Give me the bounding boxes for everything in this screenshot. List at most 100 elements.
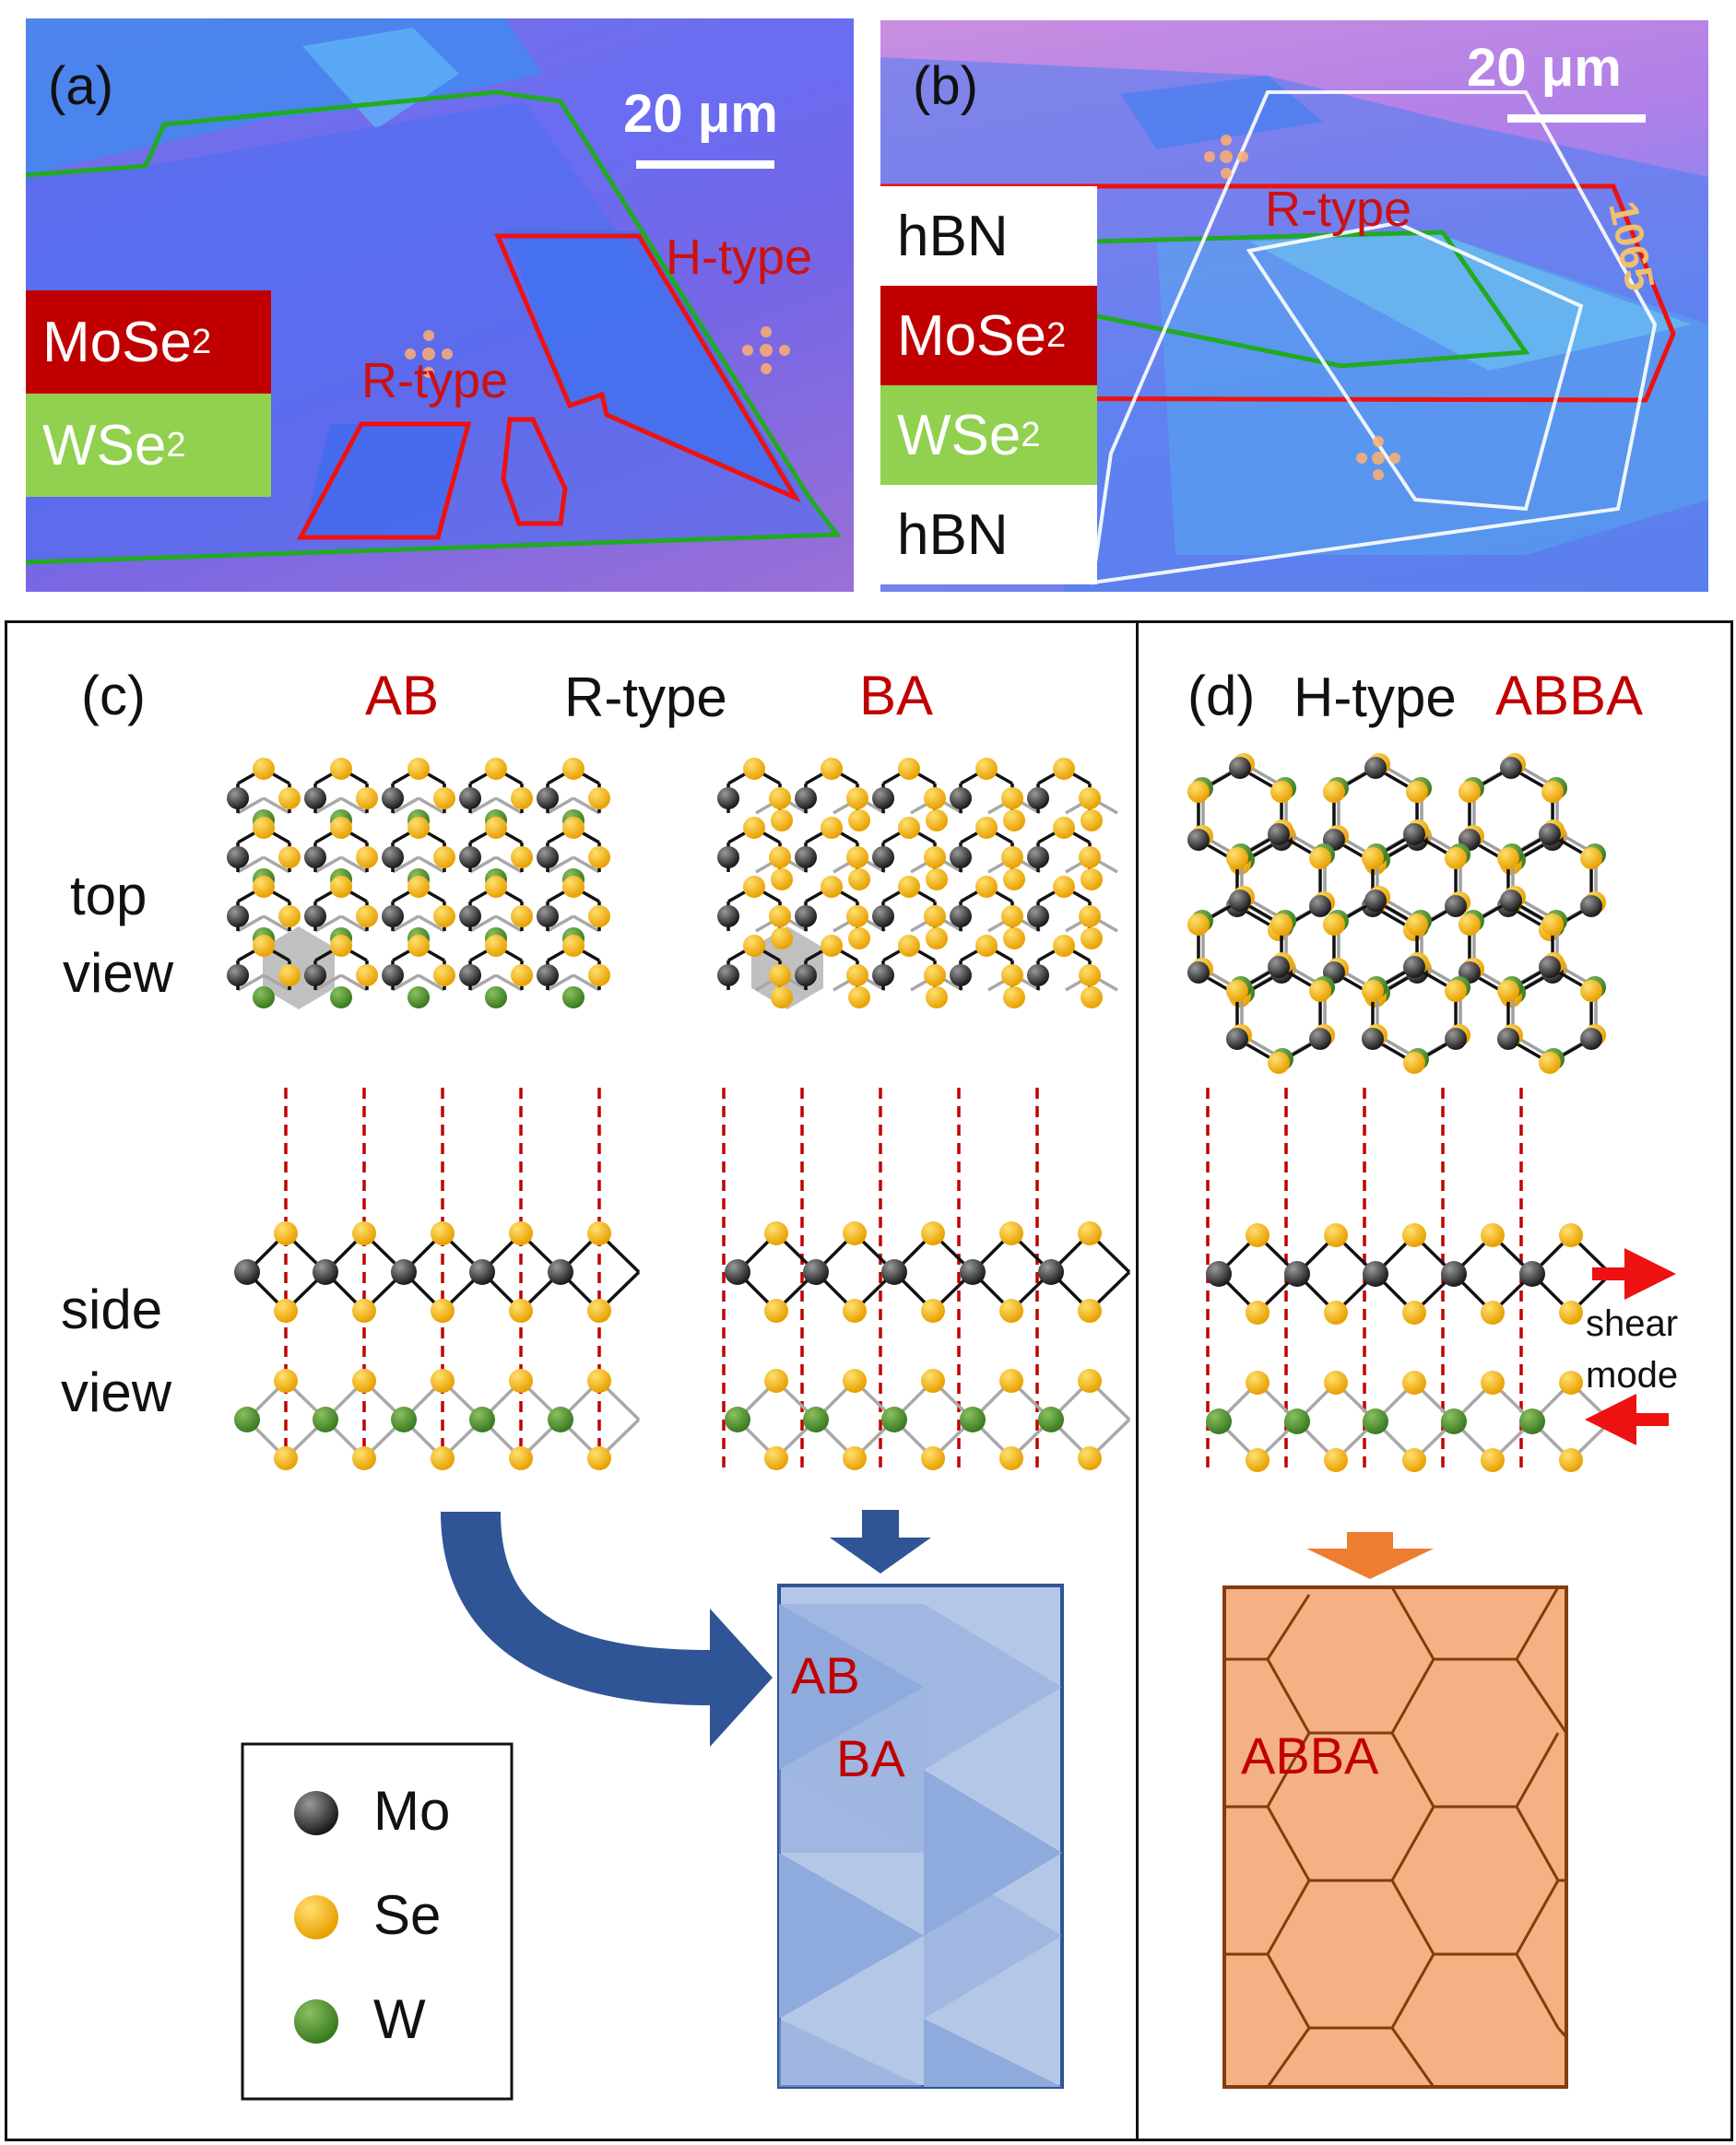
w-atom <box>469 1407 495 1432</box>
se-atom <box>274 1299 298 1323</box>
se-atom <box>1322 781 1345 803</box>
se-atom <box>924 964 946 986</box>
shear-line1: shear <box>1586 1303 1679 1344</box>
se-atom <box>771 986 793 1008</box>
panel-a-label: (a) <box>48 56 113 116</box>
mo-atom <box>1445 1028 1468 1050</box>
se-atom <box>1081 986 1103 1008</box>
se-atom <box>588 846 610 868</box>
se-atom <box>1268 1052 1290 1074</box>
se-atom <box>1481 1223 1505 1247</box>
se-atom <box>999 1299 1023 1323</box>
mo-atom <box>1206 1261 1232 1287</box>
se-atom <box>1361 847 1384 869</box>
mo-atom <box>872 964 894 986</box>
ab-top-view <box>227 758 610 1009</box>
se-atom <box>743 935 765 957</box>
mo-atom <box>1027 787 1049 809</box>
se-atom <box>843 1299 867 1323</box>
mo-atom <box>1027 846 1049 868</box>
se-atom <box>924 846 946 868</box>
mo-atom <box>1229 890 1251 912</box>
mo-atom <box>1309 895 1332 917</box>
se-atom <box>278 964 301 986</box>
mo-atom <box>717 846 739 868</box>
w-atom <box>313 1407 338 1432</box>
mo-atom <box>872 905 894 927</box>
se-atom <box>1580 847 1603 869</box>
se-atom <box>999 1446 1023 1470</box>
se-atom <box>769 905 791 927</box>
se-atom <box>975 935 998 957</box>
se-atom <box>1246 1301 1270 1325</box>
bond <box>314 855 342 874</box>
bond <box>573 855 600 874</box>
se-atom <box>1079 964 1101 986</box>
se-atom <box>975 758 998 780</box>
se-atom <box>1053 876 1075 898</box>
se-atom <box>1246 1223 1270 1247</box>
mo-atom <box>950 964 972 986</box>
se-atom <box>509 1446 533 1470</box>
se-atom <box>1541 913 1565 936</box>
se-atom <box>743 817 765 839</box>
mo-atom <box>717 905 739 927</box>
legend-se-label: Se <box>373 1884 442 1946</box>
w-atom <box>1284 1408 1310 1434</box>
mo-atom <box>304 905 326 927</box>
se-atom-icon <box>294 1895 338 1939</box>
mo-atom <box>1519 1261 1545 1287</box>
panel-c-ab-header: AB <box>365 665 440 726</box>
bond <box>263 973 290 992</box>
se-atom <box>509 1221 533 1245</box>
se-atom <box>330 935 352 957</box>
se-atom <box>511 964 533 986</box>
panel-c-ba-header: BA <box>859 665 934 726</box>
se-atom <box>1402 1301 1426 1325</box>
se-atom <box>843 1446 867 1470</box>
se-atom <box>509 1299 533 1323</box>
panel-a-scale-label: 20 μm <box>623 84 778 144</box>
se-atom <box>587 1446 611 1470</box>
se-atom <box>1402 1448 1426 1472</box>
se-atom <box>1458 781 1481 803</box>
mo-atom <box>537 964 559 986</box>
se-atom <box>1559 1371 1583 1395</box>
se-atom <box>356 846 378 868</box>
mo-atom <box>795 787 817 809</box>
bond <box>495 973 523 992</box>
mo-atom <box>1403 823 1425 845</box>
se-atom <box>1324 1448 1348 1472</box>
se-atom <box>274 1369 298 1393</box>
domain-label-abba: ABBA <box>1241 1727 1379 1785</box>
se-atom <box>1481 1371 1505 1395</box>
mo-atom <box>725 1259 750 1285</box>
mo-atom <box>1284 1261 1310 1287</box>
bond <box>547 973 574 992</box>
mo-atom <box>1225 1028 1248 1050</box>
se-atom <box>278 787 301 809</box>
bond <box>340 973 368 992</box>
bond <box>547 796 574 815</box>
se-atom <box>274 1221 298 1245</box>
se-atom <box>1539 1052 1561 1074</box>
se-atom <box>771 927 793 949</box>
se-atom <box>1078 1446 1102 1470</box>
panel-d-frame <box>1136 620 1733 2141</box>
se-atom <box>1406 781 1429 803</box>
se-atom <box>1078 1369 1102 1393</box>
se-atom <box>1559 1223 1583 1247</box>
panel-b-label: (b) <box>913 56 978 116</box>
se-atom <box>356 787 378 809</box>
se-atom <box>485 817 507 839</box>
mo-atom <box>1441 1261 1467 1287</box>
r-type-domain-map <box>777 1584 1064 2089</box>
se-atom <box>1580 980 1603 1002</box>
top-view-label: top view <box>63 857 173 1012</box>
mo-atom <box>795 905 817 927</box>
se-atom <box>743 758 765 780</box>
mo-atom <box>227 846 249 868</box>
bond <box>340 914 368 933</box>
se-atom <box>898 817 920 839</box>
